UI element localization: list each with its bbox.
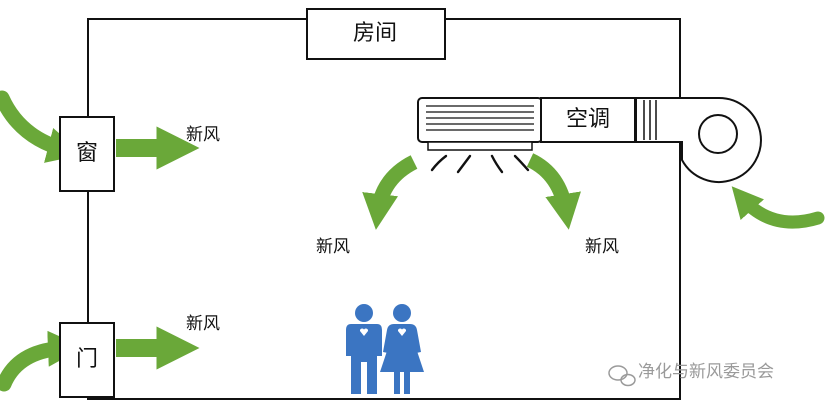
fresh-air-label-ac-left: 新风 [316, 237, 350, 257]
room-label: 房间 [353, 21, 398, 46]
people-figures [346, 304, 424, 394]
door-label: 门 [76, 347, 99, 372]
room-label-box [306, 8, 446, 60]
ac-airflow-lines [430, 154, 530, 174]
fresh-air-label-door: 新风 [186, 314, 220, 334]
fresh-air-arrow-ac-right [526, 153, 581, 230]
fresh-air-arrow-ac-left [362, 155, 418, 230]
ac-label: 空调 [566, 107, 611, 132]
outside-arrow-door [0, 330, 84, 392]
window-box [59, 116, 115, 192]
outside-arrow-ac [731, 186, 825, 229]
watermark-text: 净化与新风委员会 [638, 362, 774, 382]
fan-unit [635, 96, 762, 183]
wechat-icon [608, 365, 636, 387]
window-label: 窗 [76, 141, 99, 166]
fresh-air-label-ac-right: 新风 [585, 237, 619, 257]
ac-indoor-unit [417, 97, 543, 151]
fresh-air-label-window: 新风 [186, 125, 220, 145]
outside-arrow-window [0, 90, 84, 163]
door-box [59, 322, 115, 398]
